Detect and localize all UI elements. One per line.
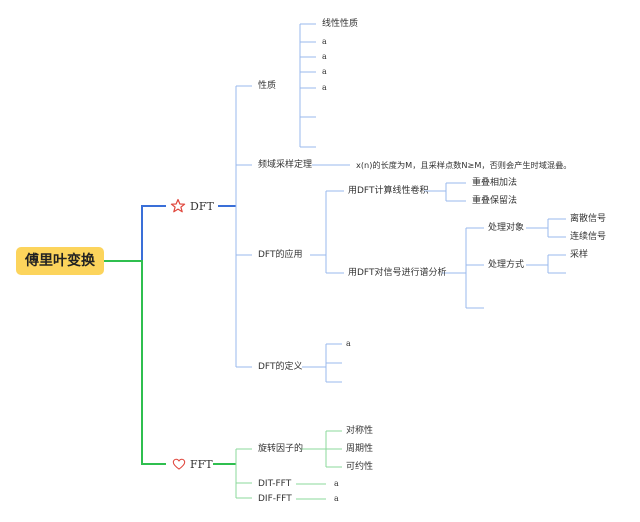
definition-node[interactable]: DFT的定义 (258, 362, 303, 372)
object-item[interactable]: 离散信号 (570, 214, 607, 224)
dit-fft-item[interactable]: a (334, 479, 339, 488)
applications-node[interactable]: DFT的应用 (258, 250, 303, 260)
objects-node[interactable]: 处理对象 (488, 223, 525, 233)
twiddle-ticks (326, 430, 342, 468)
property-item[interactable]: a (322, 67, 327, 76)
properties-ticks (300, 23, 316, 148)
spectrum-analysis-node[interactable]: 用DFT对信号进行谱分析 (348, 268, 447, 278)
property-item[interactable]: a (322, 83, 327, 92)
object-item[interactable]: 连续信号 (570, 232, 607, 242)
dif-fft-item[interactable]: a (334, 494, 339, 503)
spectrum-ticks (466, 227, 484, 309)
convolution-item[interactable]: 重叠相加法 (472, 178, 518, 188)
root-node[interactable]: 傅里叶变换 (16, 247, 104, 275)
methods-trunk (526, 255, 549, 273)
convolution-ticks (446, 182, 466, 202)
dit-fft-node[interactable]: DIT-FFT (258, 479, 292, 489)
methods-ticks (548, 254, 566, 274)
definition-ticks (326, 343, 342, 383)
twiddle-item[interactable]: 对称性 (346, 426, 374, 436)
link-root-fft (104, 260, 166, 465)
twiddle-trunk (300, 431, 327, 467)
fft-label: FFT (190, 457, 213, 471)
method-item[interactable]: 采样 (570, 250, 589, 260)
fft-node[interactable]: FFT (172, 454, 213, 474)
objects-trunk (526, 219, 549, 237)
spectrum-trunk (442, 228, 467, 308)
star-icon (170, 198, 186, 213)
property-item[interactable]: a (322, 37, 327, 46)
definition-item[interactable]: a (346, 339, 351, 348)
twiddle-item[interactable]: 可约性 (346, 462, 374, 472)
convolution-item[interactable]: 重叠保留法 (472, 196, 518, 206)
heart-icon (172, 458, 186, 470)
sampling-theorem-node[interactable]: 频域采样定理 (258, 160, 313, 170)
sampling-theorem-detail[interactable]: x(n)的长度为M，且采样点数N≥M，否则会产生时域混叠。 (356, 160, 572, 170)
twiddle-factor-node[interactable]: 旋转因子的 (258, 444, 304, 454)
applications-trunk (310, 191, 327, 273)
definition-trunk (302, 344, 327, 382)
link-root-dft (104, 205, 166, 262)
fft-ticks (236, 448, 252, 499)
property-item[interactable]: 线性性质 (322, 19, 359, 29)
convolution-trunk (424, 183, 447, 201)
methods-node[interactable]: 处理方式 (488, 260, 525, 270)
dif-fft-node[interactable]: DIF-FFT (258, 494, 292, 504)
convolution-node[interactable]: 用DFT计算线性卷积 (348, 186, 429, 196)
properties-node[interactable]: 性质 (258, 81, 277, 91)
objects-ticks (548, 218, 566, 238)
property-item[interactable]: a (322, 52, 327, 61)
dft-node[interactable]: DFT (170, 196, 214, 216)
applications-ticks (326, 190, 344, 274)
dft-label: DFT (190, 199, 214, 213)
twiddle-item[interactable]: 周期性 (346, 444, 374, 454)
